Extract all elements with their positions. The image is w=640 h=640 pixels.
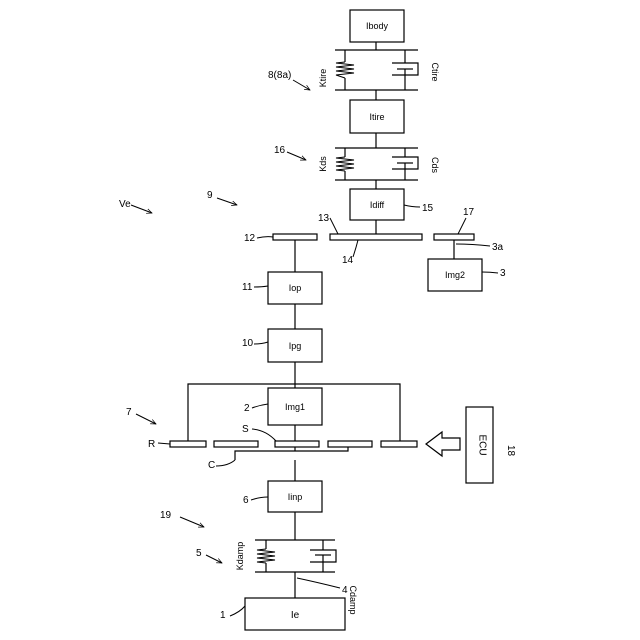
gear-plate-c-right [328,441,372,447]
gear-plate-r [170,441,206,447]
ref-10: 10 [242,338,254,349]
svg-text:Iop: Iop [289,283,302,293]
label-kds: Kds [318,156,328,172]
ref-1: 1 [220,610,226,621]
svg-text:Iinp: Iinp [288,492,303,502]
ref-8: 8(8a) [268,70,291,81]
svg-text:Idiff: Idiff [370,200,385,210]
block-idiff: Idiff [350,189,404,220]
label-r: R [148,439,155,450]
block-img2: Img2 [428,259,482,291]
gear-plate-17 [434,234,474,240]
ref-3: 3 [500,268,506,279]
gear-plate-s [275,441,319,447]
ref-17: 17 [463,207,475,218]
svg-text:Ie: Ie [291,610,300,621]
svg-text:Ibody: Ibody [366,21,389,31]
block-itire: Itire [350,100,404,133]
block-iinp: Iinp [268,481,322,512]
ref-ve: Ve [119,199,131,210]
spring-damper-5 [255,540,336,572]
ref-9: 9 [207,190,213,201]
ref-4: 4 [342,585,348,596]
svg-text:Itire: Itire [369,112,384,122]
ref-3a: 3a [492,242,504,253]
label-cdamp: Cdamp [348,585,358,614]
ref-14: 14 [342,255,354,266]
spring-damper-8 [335,50,418,90]
ref-16: 16 [274,145,286,156]
gear-plate-c-left [214,441,258,447]
svg-text:ECU: ECU [477,434,488,455]
label-kdamp: Kdamp [235,542,245,571]
block-ecu: ECU [466,407,493,483]
block-ie: Ie [245,598,345,630]
label-c: C [208,460,215,471]
block-iop: Iop [268,272,322,304]
ref-18: 18 [505,445,516,457]
svg-text:Ipg: Ipg [289,341,302,351]
svg-text:Img1: Img1 [285,402,305,412]
gear-plate-14 [330,234,422,240]
ref-11: 11 [242,282,253,293]
label-cds: Cds [430,157,440,174]
label-ctire: Ctire [430,62,440,81]
block-img1: Img1 [268,388,322,425]
ecu-arrow [426,432,460,456]
ref-7: 7 [126,407,132,418]
ref-19: 19 [160,510,172,521]
ref-5: 5 [196,548,202,559]
svg-text:Img2: Img2 [445,270,465,280]
ref-2: 2 [244,403,250,414]
block-ibody: Ibody [350,10,404,42]
gear-plate-r-right [381,441,417,447]
ref-13: 13 [318,213,330,224]
label-s: S [242,424,249,435]
ref-15: 15 [422,203,434,214]
ref-12: 12 [244,233,256,244]
ref-6: 6 [243,495,249,506]
spring-damper-16 [335,148,418,180]
gear-plate-12 [273,234,317,240]
label-ktire: Ktire [318,69,328,88]
block-ipg: Ipg [268,329,322,362]
